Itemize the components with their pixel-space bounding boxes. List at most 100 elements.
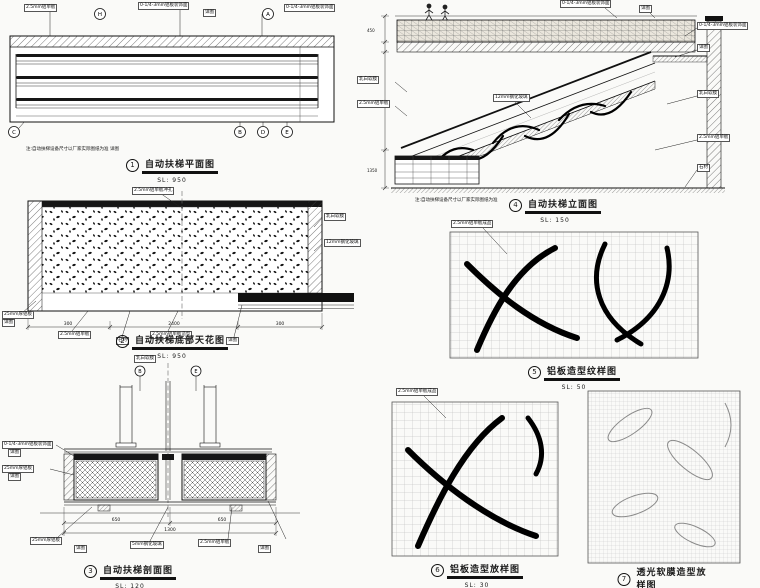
- detail-number-badge: 7: [617, 573, 631, 586]
- detail-number-badge: 4: [508, 198, 522, 212]
- detail-number-badge: 3: [83, 564, 97, 578]
- svg-text:450: 450: [367, 28, 375, 33]
- panel-ceiling-plan: 300 2400 300 25mm厚铝板 详图 2.5mm铝单板 石材 2.5m…: [0, 185, 361, 360]
- panel-escalator-plan: H A B D E C 2.5mm铝单板 0-1/4-3mm铝板装饰面 详图 0…: [0, 0, 352, 185]
- detail-number-badge: 6: [430, 563, 444, 577]
- pattern3-title-block: 7 透光软膜造型放样图 SL: 15: [617, 565, 713, 588]
- panel-escalator-elevation: 450 2850 1350: [355, 0, 760, 224]
- annotation-label: 0-1/4-3mm铝板装饰面: [284, 4, 336, 12]
- section-leaders: [49, 444, 287, 542]
- annotation-label: 详图: [226, 337, 239, 345]
- ceiling-leaders: [21, 192, 323, 338]
- aluminum-setting-out-drawing: [391, 395, 559, 557]
- annotation-label: 详图: [74, 545, 87, 553]
- svg-text:H: H: [98, 12, 102, 18]
- annotation-label: 0-1/4-3mm铝板装饰面: [2, 441, 54, 449]
- escalator-plan-drawing: H A B D E C: [8, 8, 335, 138]
- annotation-label: 25mm厚铝板: [2, 311, 34, 319]
- section-title-block: 3 自动扶梯剖面图 SL: 120: [83, 563, 177, 588]
- drawing-title: 铝板造型放样图: [446, 562, 524, 579]
- pattern-curves: [405, 415, 545, 549]
- plan-callout-bubbles: H A B D E C: [8, 8, 293, 138]
- annotation-label: 乳白软膜: [697, 90, 719, 98]
- drawing-title: 透光软膜造型放样图: [634, 565, 713, 588]
- svg-text:650: 650: [218, 517, 227, 523]
- drawing-title: 铝板造型纹样图: [543, 364, 621, 381]
- annotation-label: 详图: [2, 319, 15, 327]
- svg-text:1300: 1300: [164, 527, 176, 533]
- svg-text:E: E: [285, 130, 289, 136]
- pattern-curves: [464, 241, 672, 353]
- annotation-label: 石材: [697, 164, 710, 172]
- pattern-leader: [482, 227, 508, 255]
- panel-escalator-section: B E: [0, 355, 360, 588]
- detail-number-badge: 1: [125, 158, 139, 172]
- annotation-label: 乳白软膜: [324, 213, 346, 221]
- annotation-label: 25mm厚铝板: [2, 465, 34, 473]
- ceiling-plan-drawing: 300 2400 300: [21, 191, 354, 338]
- drawing-scale: SL: 30: [464, 582, 490, 588]
- svg-text:650: 650: [112, 517, 121, 523]
- section-posts: [115, 381, 221, 451]
- plan-title-block: 1 自动扶梯平面图 SL: 950: [125, 157, 219, 184]
- panel-aluminum-setting-out: 2.5mm铝单板成品 6 铝板造型放样图 SL: 30: [380, 388, 575, 588]
- drawing-scale: SL: 950: [157, 353, 187, 360]
- drawing-title: 自动扶梯剖面图: [99, 563, 177, 580]
- annotation-label: 2.5mm铝单板: [58, 331, 92, 339]
- annotation-label: 2.5mm铝单板: [24, 4, 58, 12]
- drawing-title: 自动扶梯底部天花图: [131, 333, 229, 350]
- annotation-label: 乳白软膜: [134, 355, 156, 363]
- escalator-elevation-drawing: 450 2850 1350: [365, 3, 725, 193]
- annotation-label: 详图: [8, 449, 21, 457]
- people-figures: [424, 3, 450, 22]
- svg-text:C: C: [12, 130, 16, 136]
- svg-text:A: A: [266, 12, 270, 18]
- annotation-label: 详图: [639, 5, 652, 13]
- svg-text:B: B: [238, 130, 242, 136]
- membrane-setting-out-drawing: [587, 390, 741, 564]
- pattern1-title-block: 5 铝板造型纹样图 SL: 50: [527, 364, 621, 391]
- elevation-leaders: [394, 7, 698, 188]
- annotation-label: 0-1/4-3mm铝板装饰面: [560, 0, 612, 8]
- ceiling-body: [27, 191, 354, 319]
- annotation-label: 5mm钢化玻璃: [130, 541, 164, 549]
- svg-text:E: E: [194, 369, 197, 375]
- svg-text:300: 300: [276, 321, 285, 327]
- detail-number-badge: 5: [527, 365, 541, 379]
- panel-aluminum-pattern: 2.5mm铝单板成品 5 铝板造型纹样图 SL: 50: [435, 220, 760, 391]
- lower-pit: [394, 155, 480, 185]
- svg-text:1350: 1350: [367, 168, 378, 173]
- panel-membrane-setting-out: 7 透光软膜造型放样图 SL: 15: [575, 385, 760, 588]
- section-callout-bubbles: B E: [134, 365, 202, 391]
- elevation-top-structure: [395, 15, 697, 53]
- drawing-scale: SL: 150: [540, 217, 570, 224]
- annotation-label: 25mm厚铝板: [30, 537, 62, 545]
- section-dimensions: [61, 507, 279, 536]
- annotation-label: 12mm钢化玻璃: [324, 239, 361, 247]
- annotation-label: 2.5mm铝单板冲孔: [132, 187, 175, 195]
- detail-number-badge: 2: [115, 334, 129, 348]
- annotation-label: 2.5mm铝单板造型: [150, 331, 193, 339]
- right-column: [705, 16, 723, 189]
- annotation-label: 详图: [203, 9, 216, 17]
- ceiling-dimension-text: 300 2400 300: [64, 321, 285, 327]
- fine-grid: [587, 390, 741, 564]
- annotation-label: 0-1/4-3mm铝板装饰面: [138, 2, 190, 10]
- svg-text:300: 300: [64, 321, 73, 327]
- plan-note: 注:自动扶梯设备尺寸以厂家实际图纸为准 详图: [26, 147, 119, 152]
- aluminum-pattern-drawing: [449, 227, 699, 359]
- svg-text:B: B: [138, 369, 142, 375]
- drawing-scale: SL: 120: [115, 583, 145, 588]
- annotation-label: 详图: [8, 473, 21, 481]
- ceiling-title-block: 2 自动扶梯底部天花图 SL: 950: [115, 333, 229, 360]
- svg-text:D: D: [261, 130, 265, 136]
- drawing-title: 自动扶梯平面图: [141, 157, 219, 174]
- annotation-label: 12mm钢化玻璃: [493, 94, 530, 102]
- faint-curve-outlines: [607, 402, 732, 548]
- annotation-label: 详图: [697, 44, 710, 52]
- annotation-label: 详图: [258, 545, 271, 553]
- plan-body: [9, 35, 335, 123]
- floor-line: [391, 187, 725, 193]
- pattern-grid: [391, 401, 559, 557]
